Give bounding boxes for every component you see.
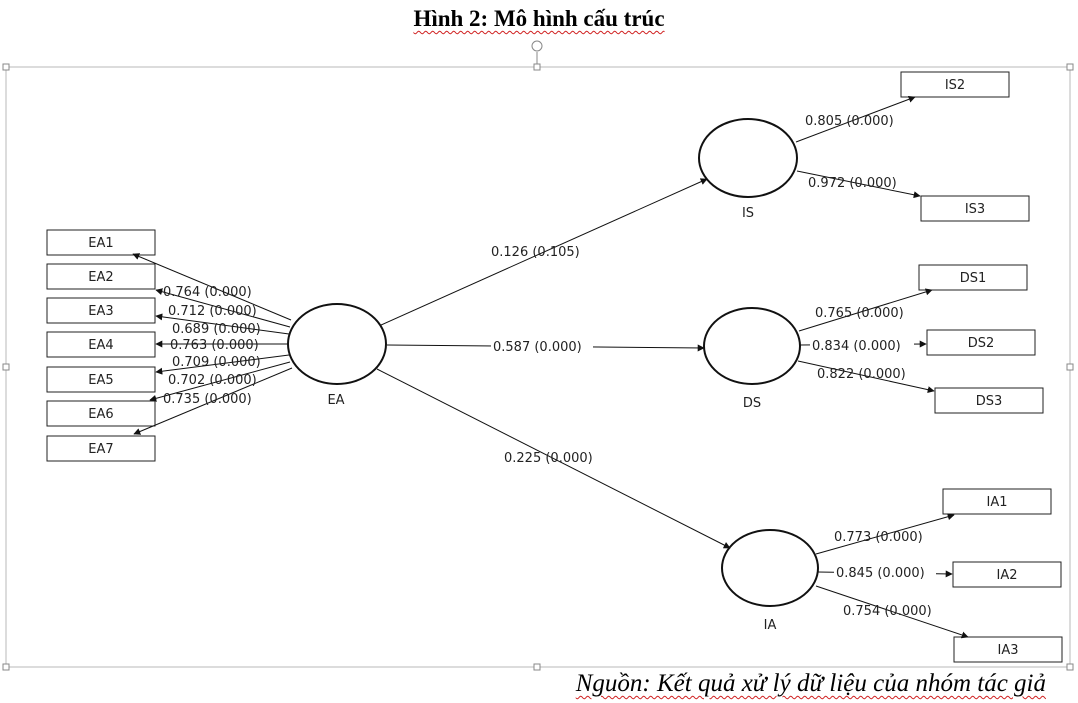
indicator-box-ia1[interactable] xyxy=(942,488,1052,515)
indicator-label: IA1 xyxy=(987,495,1008,510)
figure-source: Nguồn: Kết quả xử lý dữ liệu của nhóm tá… xyxy=(575,670,1046,697)
indicator-label: EA5 xyxy=(88,373,113,388)
indicator-label: IS3 xyxy=(965,202,985,217)
path-ea-is xyxy=(380,178,708,326)
rotate-icon[interactable] xyxy=(531,40,543,52)
ds-indicators: DS1 DS2 DS3 0.765 (0.000) 0.834 (0.000) … xyxy=(797,264,1044,414)
loading-label-ds2: 0.834 (0.000) xyxy=(812,339,901,354)
arrow-ia-ia1 xyxy=(815,513,955,555)
loading-label-ea3: 0.689 (0.000) xyxy=(172,322,261,337)
indicator-box-ds3[interactable] xyxy=(934,387,1044,414)
construct-label-ds: DS xyxy=(743,396,761,411)
indicator-label: EA7 xyxy=(88,442,113,457)
structural-paths xyxy=(376,178,731,549)
ea-loading-arrows xyxy=(132,253,293,435)
arrow-ea-ea7 xyxy=(133,367,293,435)
loading-label-ia3: 0.754 (0.000) xyxy=(843,604,932,619)
arrow-ds-ds3 xyxy=(797,360,935,394)
ea-loading-labels: 0.764 (0.000) 0.712 (0.000) 0.689 (0.000… xyxy=(163,285,261,407)
indicator-box-is3[interactable] xyxy=(920,195,1030,222)
figure-title: Hình 2: Mô hình cấu trúc xyxy=(413,6,665,31)
construct-is[interactable] xyxy=(698,118,798,198)
indicator-box-is2[interactable] xyxy=(900,71,1010,98)
is-indicators: IS2 IS3 0.805 (0.000) 0.972 (0.000) xyxy=(795,71,1030,222)
indicator-label: DS3 xyxy=(976,394,1003,409)
resize-handle-top-right[interactable] xyxy=(1066,63,1074,71)
indicator-box-ea5[interactable] xyxy=(46,366,156,393)
ea-indicators: EA1 EA2 EA3 EA4 EA5 EA6 EA7 xyxy=(46,229,156,462)
loading-label-is2: 0.805 (0.000) xyxy=(805,114,894,129)
loading-label-ds1: 0.765 (0.000) xyxy=(815,306,904,321)
arrow-ds-ds1 xyxy=(798,288,933,332)
indicator-box-ea6[interactable] xyxy=(46,400,156,427)
indicator-label: EA3 xyxy=(88,304,113,319)
indicator-box-ia2[interactable] xyxy=(952,561,1062,588)
resize-handle-left[interactable] xyxy=(2,363,10,371)
resize-handle-top[interactable] xyxy=(533,63,541,71)
loading-label-bg xyxy=(810,338,914,354)
path-label-bg xyxy=(491,338,593,354)
indicator-label: EA2 xyxy=(88,270,113,285)
loading-label-ea5: 0.709 (0.000) xyxy=(172,355,261,370)
loading-label-ds3: 0.822 (0.000) xyxy=(817,367,906,382)
indicator-label: EA4 xyxy=(88,338,113,353)
indicator-label: DS2 xyxy=(968,336,995,351)
loading-label-ea2: 0.712 (0.000) xyxy=(168,304,257,319)
resize-handle-bottom[interactable] xyxy=(533,663,541,671)
path-label-ea-is: 0.126 (0.105) xyxy=(491,245,580,260)
resize-handle-right[interactable] xyxy=(1066,363,1074,371)
resize-handle-top-left[interactable] xyxy=(2,63,10,71)
construct-ea[interactable] xyxy=(287,303,387,385)
path-ea-ia xyxy=(376,368,731,549)
construct-ia[interactable] xyxy=(721,529,819,607)
loading-label-ea1: 0.764 (0.000) xyxy=(163,285,252,300)
path-label-ea-ia: 0.225 (0.000) xyxy=(504,451,593,466)
arrow-ia-ia3 xyxy=(815,585,969,639)
arrow-is-is2 xyxy=(795,95,916,143)
arrow-ea-ea6 xyxy=(149,361,291,402)
indicator-box-ia3[interactable] xyxy=(953,636,1063,663)
resize-handle-bottom-right[interactable] xyxy=(1066,663,1074,671)
indicator-label: DS1 xyxy=(960,271,987,286)
indicator-label: EA6 xyxy=(88,407,113,422)
construct-label-ea: EA xyxy=(327,393,344,408)
loading-label-ea6: 0.702 (0.000) xyxy=(168,373,257,388)
indicator-box-ds2[interactable] xyxy=(926,329,1036,356)
loading-label-ea4: 0.763 (0.000) xyxy=(170,338,259,353)
construct-label-is: IS xyxy=(742,206,754,221)
indicator-box-ea4[interactable] xyxy=(46,331,156,358)
path-label-ea-ds: 0.587 (0.000) xyxy=(493,340,582,355)
indicator-box-ds1[interactable] xyxy=(918,264,1028,291)
indicator-box-ea7[interactable] xyxy=(46,435,156,462)
arrow-is-is3 xyxy=(796,170,921,199)
constructs: EA IS DS IA xyxy=(287,118,819,633)
arrow-ea-ea3 xyxy=(155,313,290,335)
loading-label-ia1: 0.773 (0.000) xyxy=(834,530,923,545)
loading-label-ea7: 0.735 (0.000) xyxy=(163,392,252,407)
loading-label-bg xyxy=(834,565,936,581)
loading-label-ia2: 0.845 (0.000) xyxy=(836,566,925,581)
indicator-label: IS2 xyxy=(945,78,965,93)
indicator-box-ea1[interactable] xyxy=(46,229,156,256)
indicator-box-ea3[interactable] xyxy=(46,297,156,324)
arrow-ea-ea5 xyxy=(155,354,290,375)
ia-indicators: IA1 IA2 IA3 0.773 (0.000) 0.845 (0.000) … xyxy=(815,488,1063,663)
loading-label-is3: 0.972 (0.000) xyxy=(808,176,897,191)
indicator-label: EA1 xyxy=(88,236,113,251)
resize-handle-bottom-left[interactable] xyxy=(2,663,10,671)
construct-ds[interactable] xyxy=(703,307,801,385)
arrow-ea-ea2 xyxy=(155,288,291,328)
indicator-box-ea2[interactable] xyxy=(46,263,156,290)
arrow-ea-ea1 xyxy=(132,253,292,321)
construct-label-ia: IA xyxy=(764,618,777,633)
path-coefficients: 0.126 (0.105) 0.587 (0.000) 0.225 (0.000… xyxy=(491,245,593,466)
indicator-label: IA3 xyxy=(998,643,1019,658)
indicator-label: IA2 xyxy=(997,568,1018,583)
